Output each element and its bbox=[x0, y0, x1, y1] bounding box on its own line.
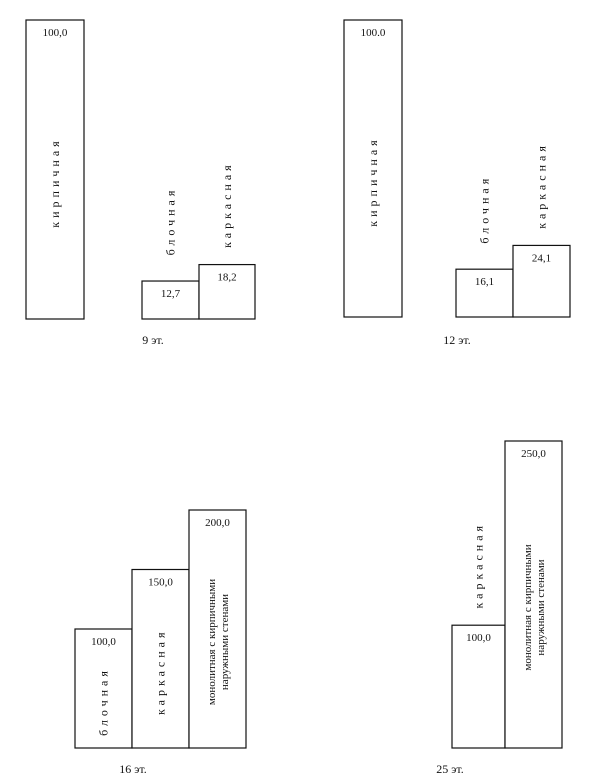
chart-12-floors: 12 эт. 100.0 кирпичная 16,1 блочная 24,1 карк… bbox=[343, 19, 571, 347]
chart-16-floors: 16 эт. 100,0 блочная 150,0 каркасная 200,0 мо… bbox=[74, 509, 247, 776]
category-label-line: блочная bbox=[97, 667, 111, 736]
category-label: каркасная bbox=[535, 142, 549, 229]
value-label: 250,0 bbox=[521, 448, 546, 460]
category-label: блочная bbox=[478, 175, 492, 244]
chart-25-floors: 25 эт. 100,0 каркасная 250,0 монолитная с к… bbox=[436, 440, 563, 776]
category-label-line: каркасная bbox=[535, 142, 549, 229]
category-label: блочная bbox=[97, 667, 111, 736]
value-label: 12,7 bbox=[161, 288, 181, 300]
bar bbox=[504, 440, 563, 749]
bar bbox=[512, 244, 571, 318]
chart-12-floors-caption: 12 эт. bbox=[443, 333, 471, 347]
value-label: 18,2 bbox=[217, 272, 236, 284]
category-label: кирпичная bbox=[366, 136, 380, 226]
category-label-line: монолитная с кирпичными bbox=[522, 544, 534, 670]
value-label: 100,0 bbox=[466, 632, 491, 644]
bar bbox=[25, 19, 85, 320]
bar bbox=[343, 19, 403, 318]
value-label: 24,1 bbox=[532, 252, 551, 264]
category-label: каркасная bbox=[154, 628, 168, 715]
category-label: кирпичная bbox=[48, 137, 62, 227]
category-label-line: наружными стенами bbox=[535, 559, 547, 655]
category-label-line: наружными стенами bbox=[219, 594, 231, 690]
value-label: 150,0 bbox=[148, 577, 173, 589]
bar bbox=[74, 628, 133, 749]
bar bbox=[188, 509, 247, 749]
value-label: 100,0 bbox=[43, 27, 68, 39]
category-label-line: монолитная с кирпичными bbox=[206, 579, 218, 705]
category-label-line: кирпичная bbox=[366, 136, 380, 226]
value-label: 200,0 bbox=[205, 517, 230, 529]
category-label: каркасная bbox=[472, 522, 486, 609]
category-label: монолитная с кирпичныминаружными стенами bbox=[206, 579, 231, 705]
category-label: блочная bbox=[164, 187, 178, 256]
chart-9-floors: 9 эт. 100,0 кирпичная 12,7 блочная 18,2 карка… bbox=[25, 19, 256, 347]
category-label-line: каркасная bbox=[220, 161, 234, 248]
category-label-line: кирпичная bbox=[48, 137, 62, 227]
chart-25-floors-caption: 25 эт. bbox=[436, 762, 464, 776]
bar bbox=[131, 568, 190, 749]
bar bbox=[198, 263, 256, 320]
category-label: монолитная с кирпичныминаружными стенами bbox=[522, 544, 547, 670]
value-label: 100.0 bbox=[361, 27, 386, 39]
bar bbox=[141, 280, 200, 320]
category-label-line: каркасная bbox=[154, 628, 168, 715]
bar bbox=[455, 268, 514, 318]
category-label: каркасная bbox=[220, 161, 234, 248]
category-label-line: каркасная bbox=[472, 522, 486, 609]
chart-9-floors-caption: 9 эт. bbox=[142, 333, 164, 347]
category-label-line: блочная bbox=[478, 175, 492, 244]
bar bbox=[451, 624, 506, 749]
value-label: 16,1 bbox=[475, 276, 494, 288]
category-label-line: блочная bbox=[164, 187, 178, 256]
chart-16-floors-caption: 16 эт. bbox=[119, 762, 147, 776]
value-label: 100,0 bbox=[91, 636, 116, 648]
